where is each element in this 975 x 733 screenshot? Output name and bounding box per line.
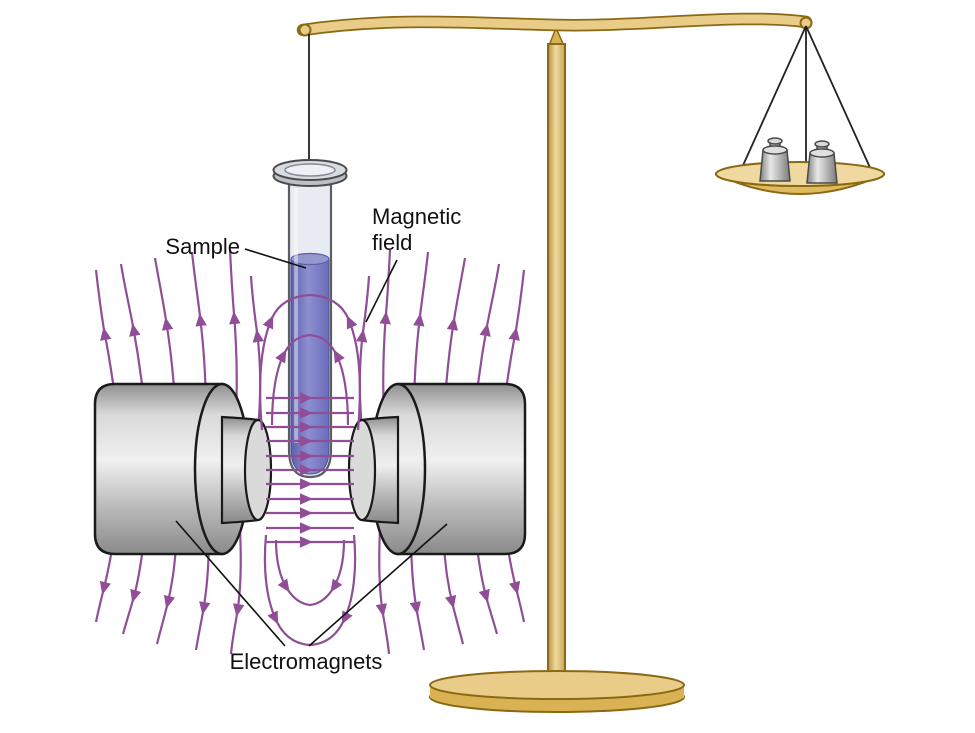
sample-tube (272, 34, 348, 479)
labels: Sample Magnetic field Electromagnets (165, 204, 461, 674)
label-sample: Sample (165, 234, 240, 259)
electromagnets-pointer-line-right (308, 523, 448, 647)
sample-liquid-surface (290, 252, 330, 266)
electromagnet-right-body (396, 382, 527, 556)
sample-pointer-line (244, 248, 307, 269)
beam-left-knob (298, 23, 312, 37)
label-magnetic-field-line1: Magnetic (372, 204, 461, 229)
electromagnet-left (93, 382, 273, 556)
weight-left (759, 137, 791, 182)
electromagnets-pointer-line-left (175, 520, 286, 647)
label-magnetic-field-line2: field (372, 230, 412, 255)
label-electromagnets: Electromagnets (230, 649, 383, 674)
field-lines-bottom-left (94, 529, 245, 655)
electromagnet-left-body (93, 382, 224, 556)
balance-base-top (429, 670, 685, 700)
pan-strings (739, 25, 873, 173)
balance-pillar (547, 43, 566, 687)
field-lines-bottom-right (375, 529, 526, 655)
electromagnet-right (347, 382, 527, 556)
balance-stand (296, 12, 886, 713)
glass-highlight (294, 188, 298, 443)
weight-right (806, 140, 838, 184)
label-pointers (175, 248, 448, 647)
field-line-loops (259, 293, 361, 647)
magnetic-field-pointer-line (365, 259, 398, 323)
balance-pan-rim (715, 161, 885, 187)
tube-mouth (284, 163, 336, 177)
field-lines-gap (265, 392, 354, 548)
balance-beam (298, 14, 811, 35)
